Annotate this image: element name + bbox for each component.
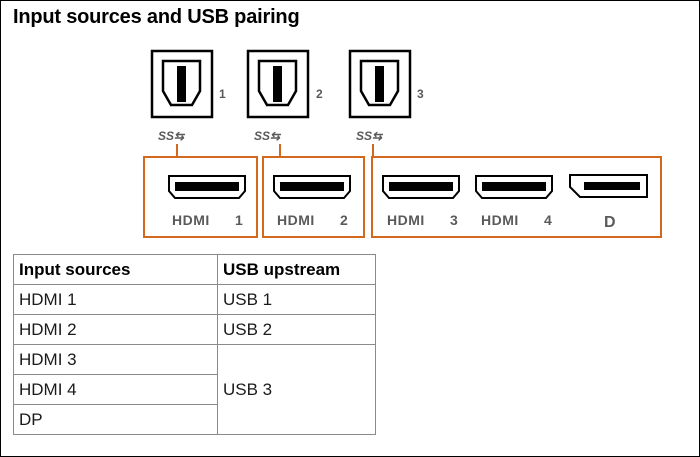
hdmi-1-brand: HDMI: [172, 212, 210, 228]
group-usb1-box: [143, 156, 258, 238]
input-hdmi-3: HDMI 3: [382, 175, 460, 228]
cell-source: HDMI 3: [13, 344, 218, 375]
header-input-sources: Input sources: [13, 254, 218, 285]
hdmi-3-number: 3: [450, 212, 458, 228]
hdmi-4-number: 4: [544, 212, 552, 228]
hdmi-pin-icon: [175, 182, 239, 191]
page-title: Input sources and USB pairing: [13, 6, 300, 28]
input-hdmi-2: HDMI 2: [273, 175, 351, 228]
port-diagram: 1 SS⇆ 2 SS⇆ 3 SS⇆: [143, 49, 662, 238]
pairing-lines: [176, 144, 374, 157]
group-usb3-box: [371, 156, 662, 238]
usb-port-2-number: 2: [316, 87, 323, 101]
input-hdmi-1: HDMI 1: [168, 175, 246, 228]
cell-source: DP: [13, 404, 218, 435]
header-usb-upstream: USB upstream: [217, 254, 376, 285]
usb-ss-logo-1: SS⇆: [158, 129, 186, 143]
table-row: HDMI 4: [13, 374, 376, 405]
hdmi-4-brand: HDMI: [481, 212, 519, 228]
table-row: HDMI 3 USB 3: [13, 344, 376, 435]
usb-upstream-port-2: 2 SS⇆: [246, 49, 323, 143]
usb-ss-logo-3: SS⇆: [356, 129, 384, 143]
hdmi-pin-icon: [389, 182, 453, 191]
table-row: DP: [13, 404, 376, 435]
usb-port-3-number: 3: [417, 87, 424, 101]
usb-upstream-port-3: 3 SS⇆: [348, 49, 424, 143]
cell-source: HDMI 1: [13, 284, 218, 315]
hdmi-pin-icon: [482, 182, 546, 191]
hdmi-1-number: 1: [235, 212, 243, 228]
cell-usb: USB 1: [217, 284, 376, 315]
displayport-logo: D: [604, 214, 616, 231]
usb-b-pin-icon: [375, 66, 384, 102]
input-hdmi-4: HDMI 4: [475, 175, 553, 228]
cell-usb-merged: USB 3: [217, 344, 376, 435]
hdmi-2-brand: HDMI: [277, 212, 315, 228]
hdmi-3-brand: HDMI: [387, 212, 425, 228]
cell-usb: USB 2: [217, 314, 376, 345]
table-row: HDMI 1 USB 1: [13, 284, 376, 315]
displayport-pin-icon: [584, 182, 640, 190]
table-header-row: Input sources USB upstream: [13, 254, 376, 285]
pairing-groups: [143, 156, 662, 238]
hdmi-2-number: 2: [340, 212, 348, 228]
group-usb2-box: [262, 156, 365, 238]
cell-source: HDMI 2: [13, 314, 218, 345]
usb-b-pin-icon: [177, 66, 186, 102]
cell-source: HDMI 4: [13, 374, 218, 405]
table-row: HDMI 2 USB 2: [13, 314, 376, 345]
usb-b-pin-icon: [273, 66, 282, 102]
hdmi-pin-icon: [280, 182, 344, 191]
pairing-table: Input sources USB upstream HDMI 1 USB 1 …: [13, 254, 376, 435]
usb-upstream-port-1: 1 SS⇆: [150, 49, 226, 143]
usb-ss-logo-2: SS⇆: [254, 129, 282, 143]
input-displayport: D: [569, 174, 648, 231]
usb-port-1-number: 1: [219, 87, 226, 101]
